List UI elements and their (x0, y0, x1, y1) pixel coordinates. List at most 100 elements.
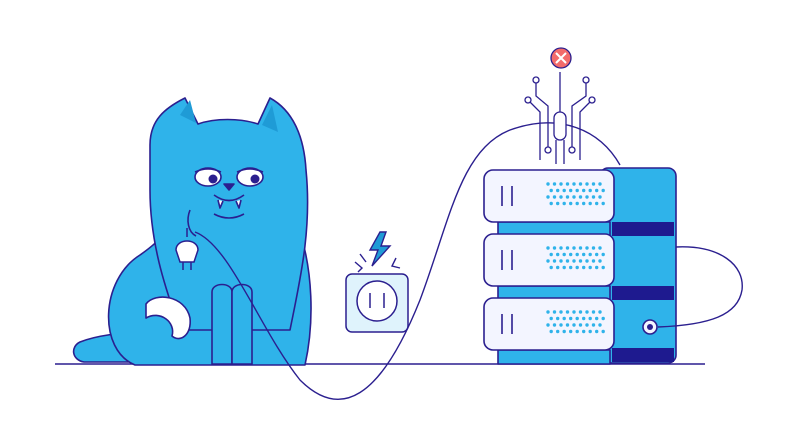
vent-dot (601, 265, 605, 270)
vent-dot (552, 323, 557, 327)
vent-dot (562, 188, 566, 193)
vent-dot (601, 188, 605, 193)
vent-dot (598, 182, 602, 186)
vent-dot (565, 195, 570, 199)
vent-dot (601, 329, 605, 334)
server-loop-cable (657, 246, 743, 328)
cat-ear-right-inner (262, 105, 278, 132)
vent-dot (585, 246, 589, 250)
vent-dot (578, 323, 583, 327)
vent-dot (595, 201, 599, 206)
cat-fangs (217, 199, 242, 209)
vent-dot (591, 310, 596, 314)
vent-dot (549, 329, 553, 334)
vent-dot (556, 329, 560, 334)
vent-dot (546, 310, 550, 314)
cat-front-leg-left (211, 283, 233, 365)
vent-dot (578, 310, 583, 314)
wall-socket-icon (345, 273, 409, 333)
vent-dot (575, 201, 579, 206)
vent-dot (546, 323, 550, 327)
cat-mouth (213, 194, 245, 202)
vent-dot (562, 265, 566, 270)
vent-dot (588, 329, 592, 334)
vent-dot (562, 316, 566, 321)
cat-paw-raised (187, 209, 197, 237)
cat-eyes (194, 167, 264, 187)
cat-hind-paw (145, 296, 191, 340)
vent-dot (578, 259, 583, 263)
vent-dot (569, 252, 573, 257)
server-unit-2 (483, 233, 615, 301)
vent-dot (556, 188, 560, 193)
vent-dot (569, 265, 573, 270)
vent-dot (575, 252, 579, 257)
vent-dot (598, 195, 602, 199)
cat-chin (213, 213, 245, 219)
power-button-icon (642, 319, 658, 335)
vent-dot (585, 195, 589, 199)
vent-dot (565, 310, 570, 314)
cat-nose (223, 183, 235, 191)
vent-dot (559, 182, 563, 186)
vent-dot (549, 252, 553, 257)
vent-dot (598, 310, 602, 314)
vent-dot (595, 252, 599, 257)
vent-dot (598, 246, 602, 250)
vent-dot (582, 201, 586, 206)
cat-ear-left-inner (180, 100, 196, 123)
vent-dot (569, 316, 573, 321)
vent-dot (578, 182, 583, 186)
vent-dot (559, 195, 563, 199)
vent-dot (559, 259, 563, 263)
vent-dot (552, 195, 557, 199)
vent-dot (591, 259, 596, 263)
vent-dot (556, 316, 560, 321)
vent-dot (556, 252, 560, 257)
vent-dot (595, 265, 599, 270)
vent-dot (575, 265, 579, 270)
vent-dot (601, 252, 605, 257)
vent-dot (588, 201, 592, 206)
vent-dot (588, 316, 592, 321)
server-vent-dots (546, 182, 605, 334)
vent-dot (582, 265, 586, 270)
vent-dot (562, 201, 566, 206)
vent-dot (565, 323, 570, 327)
vent-dot (552, 182, 557, 186)
server-unit-3 (483, 297, 615, 365)
vent-dot (572, 182, 576, 186)
circuit-nodes (524, 76, 596, 154)
vent-dot (585, 310, 589, 314)
server-unit-1 (483, 169, 615, 237)
vent-dot (569, 201, 573, 206)
vent-dot (572, 259, 576, 263)
vent-dot (549, 201, 553, 206)
vent-dot (598, 259, 602, 263)
vent-dot (572, 323, 576, 327)
vent-dot (552, 246, 557, 250)
vent-dot (601, 316, 605, 321)
circuit-wires (527, 72, 593, 164)
vent-dot (572, 246, 576, 250)
vent-dot (565, 182, 570, 186)
vent-dot (591, 246, 596, 250)
vent-dot (588, 265, 592, 270)
vent-dot (546, 259, 550, 263)
power-plug-icon (175, 228, 199, 270)
vent-dot (575, 188, 579, 193)
error-x-icon (550, 47, 572, 69)
vent-dot (552, 259, 557, 263)
vent-dot (591, 195, 596, 199)
vent-dot (575, 329, 579, 334)
vent-dot (559, 246, 563, 250)
vent-dot (582, 188, 586, 193)
vent-dot (588, 252, 592, 257)
vent-dot (575, 316, 579, 321)
vent-dot (595, 188, 599, 193)
vent-dot (595, 316, 599, 321)
cat-front-leg-right (231, 283, 253, 365)
vent-dot (578, 246, 583, 250)
vent-dot (585, 323, 589, 327)
vent-dot (562, 252, 566, 257)
